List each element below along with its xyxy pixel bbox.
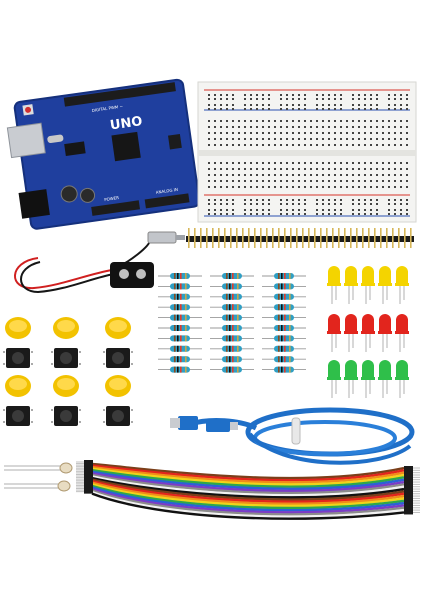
push-button-icon	[3, 348, 33, 368]
breadboard-holes	[208, 94, 408, 215]
led-icon	[344, 314, 358, 352]
resistor-icon	[158, 345, 202, 352]
analog-label: ANALOG IN	[155, 187, 178, 195]
resistor-icon	[158, 356, 202, 363]
resistor-icon	[158, 304, 202, 311]
resistor-icon	[210, 325, 254, 331]
resistor-set	[158, 273, 306, 373]
led-icon	[344, 360, 358, 398]
resistor-icon	[262, 304, 306, 311]
battery-clip-icon	[14, 231, 185, 294]
resistor-icon	[158, 335, 202, 342]
push-button-icon	[51, 406, 81, 426]
led-icon	[327, 314, 341, 352]
digital-label: DIGITAL PWM ~	[91, 104, 123, 113]
resistor-icon	[262, 273, 306, 279]
led-icon	[344, 266, 358, 304]
resistor-icon	[158, 325, 202, 331]
led-icon	[361, 360, 375, 398]
led-set	[327, 266, 409, 398]
push-button-icon	[3, 406, 33, 426]
pin-header-icon	[186, 228, 414, 248]
led-icon	[378, 266, 392, 304]
breadboard	[197, 81, 417, 223]
resistor-icon	[158, 314, 202, 321]
ldr-icon	[4, 462, 73, 492]
resistor-icon	[210, 273, 254, 279]
resistor-icon	[262, 335, 306, 342]
push-button-icon	[103, 406, 133, 426]
led-icon	[395, 266, 409, 304]
led-icon	[361, 314, 375, 352]
jumper-wires-icon	[76, 460, 420, 520]
led-icon	[395, 360, 409, 398]
led-icon	[378, 314, 392, 352]
led-icon	[361, 266, 375, 304]
board-logo: UNO	[109, 114, 143, 133]
resistor-icon	[158, 283, 202, 290]
push-button-set	[3, 317, 133, 426]
resistor-icon	[262, 325, 306, 331]
resistor-icon	[210, 345, 254, 352]
usb-cable-icon	[170, 407, 415, 465]
led-icon	[395, 314, 409, 352]
resistor-icon	[262, 356, 306, 363]
push-button-icon	[103, 348, 133, 368]
resistor-icon	[210, 293, 254, 300]
uno-board: UNO DIGITAL PWM ~ POWER ANALOG IN	[6, 78, 201, 230]
resistor-icon	[262, 283, 306, 290]
resistor-icon	[158, 293, 202, 300]
led-icon	[378, 360, 392, 398]
resistor-icon	[158, 366, 202, 373]
resistor-icon	[262, 366, 306, 373]
resistor-icon	[158, 273, 202, 279]
resistor-icon	[262, 314, 306, 321]
resistor-icon	[210, 335, 254, 342]
led-icon	[327, 266, 341, 304]
resistor-icon	[262, 293, 306, 300]
resistor-icon	[210, 283, 254, 290]
resistor-icon	[210, 366, 254, 373]
resistor-icon	[210, 304, 254, 311]
push-button-icon	[51, 348, 81, 368]
resistor-icon	[262, 345, 306, 352]
power-label: POWER	[104, 195, 120, 202]
resistor-icon	[210, 314, 254, 321]
led-icon	[327, 360, 341, 398]
resistor-icon	[210, 356, 254, 363]
